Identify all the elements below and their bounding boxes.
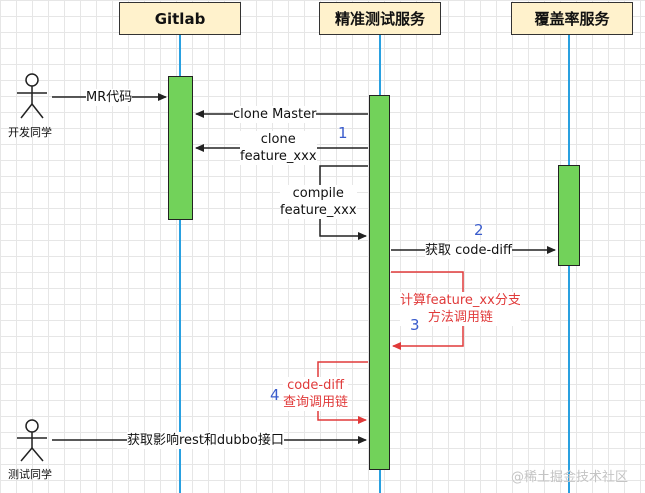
message-clone-feature-line2: feature_xxx <box>240 149 317 164</box>
watermark: @稀土掘金技术社区 <box>511 470 629 485</box>
message-compile-line1: compile <box>292 186 344 201</box>
participant-gitlab: Gitlab <box>119 2 241 35</box>
message-compile: compile feature_xxx <box>280 185 357 219</box>
developer-label: 开发同学 <box>8 126 52 139</box>
message-query-line2: 查询调用链 <box>283 395 349 410</box>
message-calc-line1: 计算feature_xx分支 <box>400 293 521 308</box>
message-query-line1: code-diff <box>287 378 344 393</box>
gitlab-lifeline <box>179 35 181 493</box>
message-clone-master: clone Master <box>233 106 317 123</box>
coverage-activation <box>558 165 580 266</box>
participant-coverage-label: 覆盖率服务 <box>534 10 610 28</box>
step-number-3: 3 <box>410 316 420 334</box>
message-mr-code: MR代码 <box>86 89 133 106</box>
message-compile-line2: feature_xxx <box>280 203 357 218</box>
message-get-affected: 获取影响rest和dubbo接口 <box>127 432 284 449</box>
participant-gitlab-label: Gitlab <box>154 9 206 28</box>
step-number-2: 2 <box>474 221 484 239</box>
message-query-call-chain: code-diff 查询调用链 <box>283 377 349 411</box>
precise-test-activation <box>369 95 390 470</box>
step-number-4: 4 <box>270 386 280 404</box>
gitlab-activation <box>168 76 193 220</box>
tester-label: 测试同学 <box>8 468 52 481</box>
participant-precise-test-label: 精准测试服务 <box>334 10 425 28</box>
message-calc-call-chain: 计算feature_xx分支 方法调用链 <box>400 292 521 326</box>
developer-actor-icon <box>17 73 47 119</box>
message-clone-feature-line1: clone <box>260 132 296 147</box>
tester-actor-icon <box>17 419 47 462</box>
participant-coverage: 覆盖率服务 <box>511 2 633 35</box>
participant-precise-test: 精准测试服务 <box>319 2 441 35</box>
step-number-1: 1 <box>338 124 348 142</box>
message-get-code-diff: 获取 code-diff <box>425 242 512 259</box>
message-clone-feature: clone feature_xxx <box>240 131 317 165</box>
message-calc-line2: 方法调用链 <box>427 310 493 325</box>
